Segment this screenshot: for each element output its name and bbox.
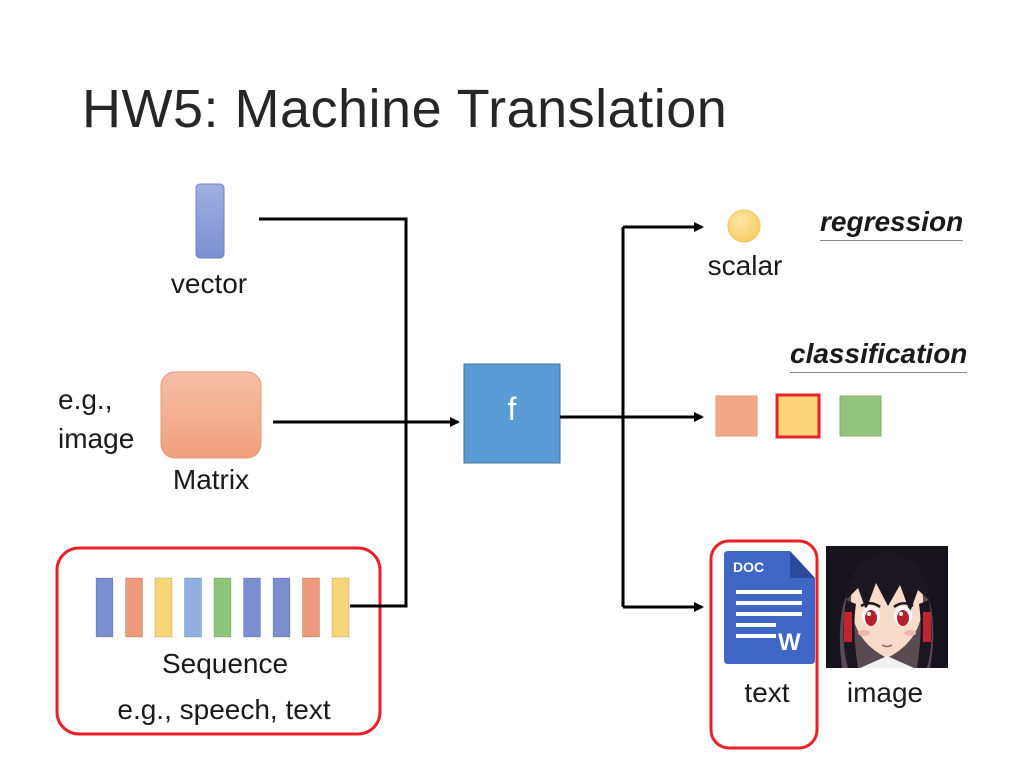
matrix-label: Matrix xyxy=(172,464,250,495)
vector-shape xyxy=(195,183,225,259)
matrix-example-line1: e.g., xyxy=(58,384,113,415)
model-label: f xyxy=(507,391,517,427)
sequence-highlight-box xyxy=(55,546,382,736)
matrix-shape xyxy=(160,371,262,459)
doc-file-icon: DOC W xyxy=(724,551,815,664)
class-box-1 xyxy=(715,395,758,437)
class-box-2 xyxy=(775,393,821,439)
sequence-token xyxy=(95,577,114,638)
slide-title: HW5: Machine Translation xyxy=(82,79,728,139)
scalar-circle xyxy=(727,209,761,243)
sequence-example: e.g., speech, text xyxy=(117,694,331,725)
sequence-token xyxy=(302,577,320,638)
image-output-label: image xyxy=(846,677,924,708)
regression-task-label: regression xyxy=(820,206,964,241)
doc-letter: W xyxy=(778,629,801,656)
sequence-token xyxy=(272,577,291,638)
model-box xyxy=(463,363,561,464)
sequence-label: Sequence xyxy=(161,648,289,679)
text-output-label: text xyxy=(744,677,790,708)
sequence-connector xyxy=(350,422,408,608)
vector-label: vector xyxy=(170,268,248,299)
matrix-example-line2: image xyxy=(58,423,135,454)
doc-badge-text: DOC xyxy=(733,559,764,575)
vector-connector xyxy=(259,217,408,422)
sequence-token xyxy=(213,577,232,638)
sequence-tokens xyxy=(95,577,350,638)
classification-task-label: classification xyxy=(790,338,968,373)
sequence-token xyxy=(184,577,202,638)
text-highlight-box xyxy=(709,539,819,750)
sequence-token xyxy=(154,577,173,638)
class-box-3 xyxy=(839,395,882,437)
sequence-token xyxy=(331,577,350,638)
sequence-token xyxy=(125,577,143,638)
scalar-label: scalar xyxy=(707,250,783,281)
anime-portrait-image xyxy=(826,546,948,668)
sequence-token xyxy=(243,577,261,638)
